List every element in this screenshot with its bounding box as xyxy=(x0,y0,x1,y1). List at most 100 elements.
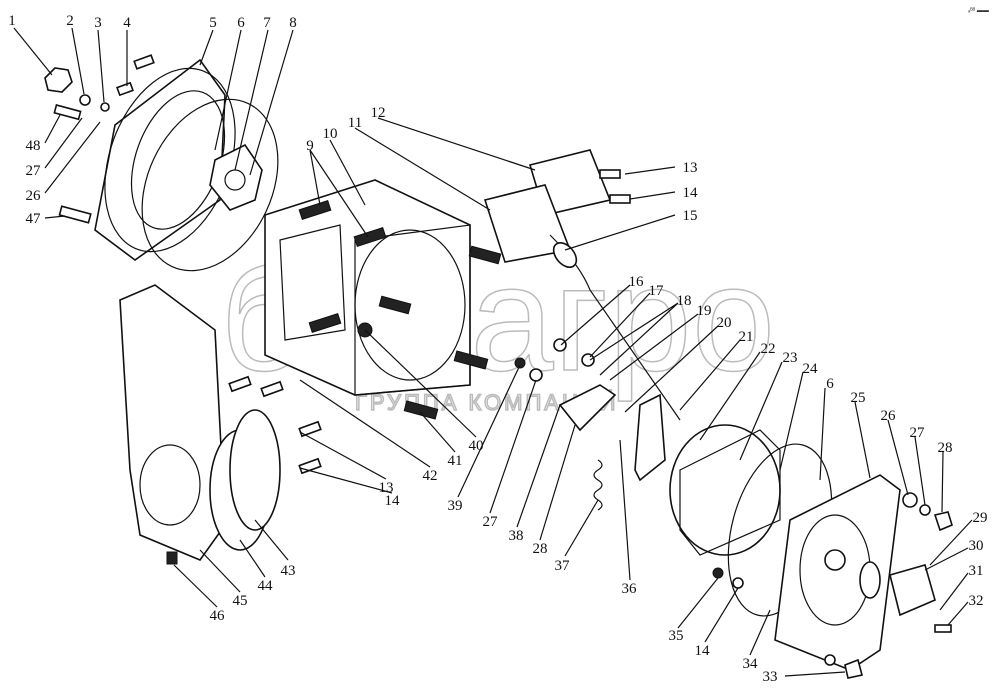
o-ring xyxy=(141,98,279,272)
bolt-part xyxy=(116,81,134,97)
sensor-part xyxy=(889,564,936,617)
leader-lines xyxy=(13,27,973,677)
callout-17: 17 xyxy=(649,283,665,299)
nut-part xyxy=(844,658,863,679)
callout-48: 48 xyxy=(26,138,41,154)
callout-2: 2 xyxy=(66,13,74,29)
nut-part xyxy=(712,567,724,579)
callout-39: 39 xyxy=(448,498,463,514)
washer-part xyxy=(919,504,931,516)
callout-23: 23 xyxy=(783,350,798,366)
callout-14c: 14 xyxy=(385,493,401,509)
callout-21: 21 xyxy=(739,329,754,345)
side-plate xyxy=(119,284,226,561)
callout-42: 42 xyxy=(423,468,438,484)
callout-26b: 26 xyxy=(881,408,897,424)
cable-end xyxy=(552,242,578,268)
callout-6b: 6 xyxy=(826,376,834,392)
callout-13: 13 xyxy=(683,160,698,176)
callout-19: 19 xyxy=(697,303,712,319)
callout-40: 40 xyxy=(469,438,484,454)
callout-12: 12 xyxy=(371,105,386,121)
callout-32: 32 xyxy=(969,593,984,609)
lever-part xyxy=(634,393,666,482)
stud-part xyxy=(378,295,412,315)
bolt-part xyxy=(260,380,284,398)
callout-27: 27 xyxy=(26,163,42,179)
bolt-part xyxy=(228,375,252,393)
callout-24: 24 xyxy=(803,361,819,377)
callout-3: 3 xyxy=(94,15,102,31)
lever-part xyxy=(558,384,617,432)
callout-25: 25 xyxy=(851,390,866,406)
callout-7: 7 xyxy=(263,15,271,31)
callout-34: 34 xyxy=(743,656,759,672)
washer-part xyxy=(553,338,567,352)
end-cover-hub xyxy=(824,549,846,571)
housing xyxy=(264,179,471,396)
parts xyxy=(44,54,953,679)
callout-27b: 27 xyxy=(910,425,926,441)
stud-part xyxy=(353,226,387,248)
bolt-part xyxy=(133,54,155,70)
callout-26: 26 xyxy=(26,188,42,204)
washer-part xyxy=(902,492,918,508)
callout-31: 31 xyxy=(969,563,984,579)
callout-43: 43 xyxy=(281,563,296,579)
bolt-part xyxy=(934,624,952,633)
callout-46: 46 xyxy=(210,608,226,624)
cable-part xyxy=(549,234,681,421)
callout-15: 15 xyxy=(683,208,698,224)
callout-14b: 14 xyxy=(695,643,711,659)
washer-part xyxy=(529,368,543,382)
callout-33: 33 xyxy=(763,669,778,685)
end-cover xyxy=(774,474,901,671)
governor-body xyxy=(669,424,781,556)
callout-1: 1 xyxy=(8,13,16,29)
callout-10: 10 xyxy=(323,126,338,142)
stud-part xyxy=(308,312,342,334)
leader-line xyxy=(13,27,973,677)
callout-8: 8 xyxy=(289,15,297,31)
callout-16: 16 xyxy=(629,274,645,290)
callout-45: 45 xyxy=(233,593,248,609)
nut-part xyxy=(933,511,953,532)
governor-flange xyxy=(679,429,781,556)
bolt-part xyxy=(609,194,631,204)
washer-part xyxy=(79,94,91,106)
plug-part xyxy=(166,551,178,565)
callout-4: 4 xyxy=(123,15,131,31)
flange-part xyxy=(229,409,281,531)
housing-window xyxy=(279,224,346,341)
spring-part xyxy=(593,459,603,511)
stud-part xyxy=(468,245,502,265)
callout-29: 29 xyxy=(973,510,988,526)
washer-part xyxy=(581,353,595,367)
nut-part xyxy=(514,357,526,369)
callout-37: 37 xyxy=(555,558,571,574)
callout-13b: 13 xyxy=(379,480,394,496)
callout-38: 38 xyxy=(509,528,524,544)
callout-30: 30 xyxy=(969,538,984,554)
callout-41: 41 xyxy=(448,453,463,469)
housing-bore xyxy=(354,229,466,381)
bolt-part xyxy=(58,205,92,224)
callout-44: 44 xyxy=(258,578,274,594)
washer-part xyxy=(100,102,110,112)
housing-face xyxy=(354,224,471,396)
callout-5: 5 xyxy=(209,15,217,31)
seal-part xyxy=(859,561,881,599)
stud-part xyxy=(453,350,489,370)
cover-plate xyxy=(94,58,226,261)
stud-part xyxy=(298,199,332,221)
callout-35: 35 xyxy=(669,628,684,644)
stud-part xyxy=(403,400,439,420)
callout-14: 14 xyxy=(683,185,699,201)
corner-mark: ₐᴮᴮ ▬▬ xyxy=(968,7,989,14)
callout-28: 28 xyxy=(938,440,953,456)
callouts: 1 2 3 4 5 6 7 8 48 27 26 47 9 10 11 12 1… xyxy=(8,13,987,685)
washer-part xyxy=(824,654,836,666)
callout-9: 9 xyxy=(306,138,314,154)
